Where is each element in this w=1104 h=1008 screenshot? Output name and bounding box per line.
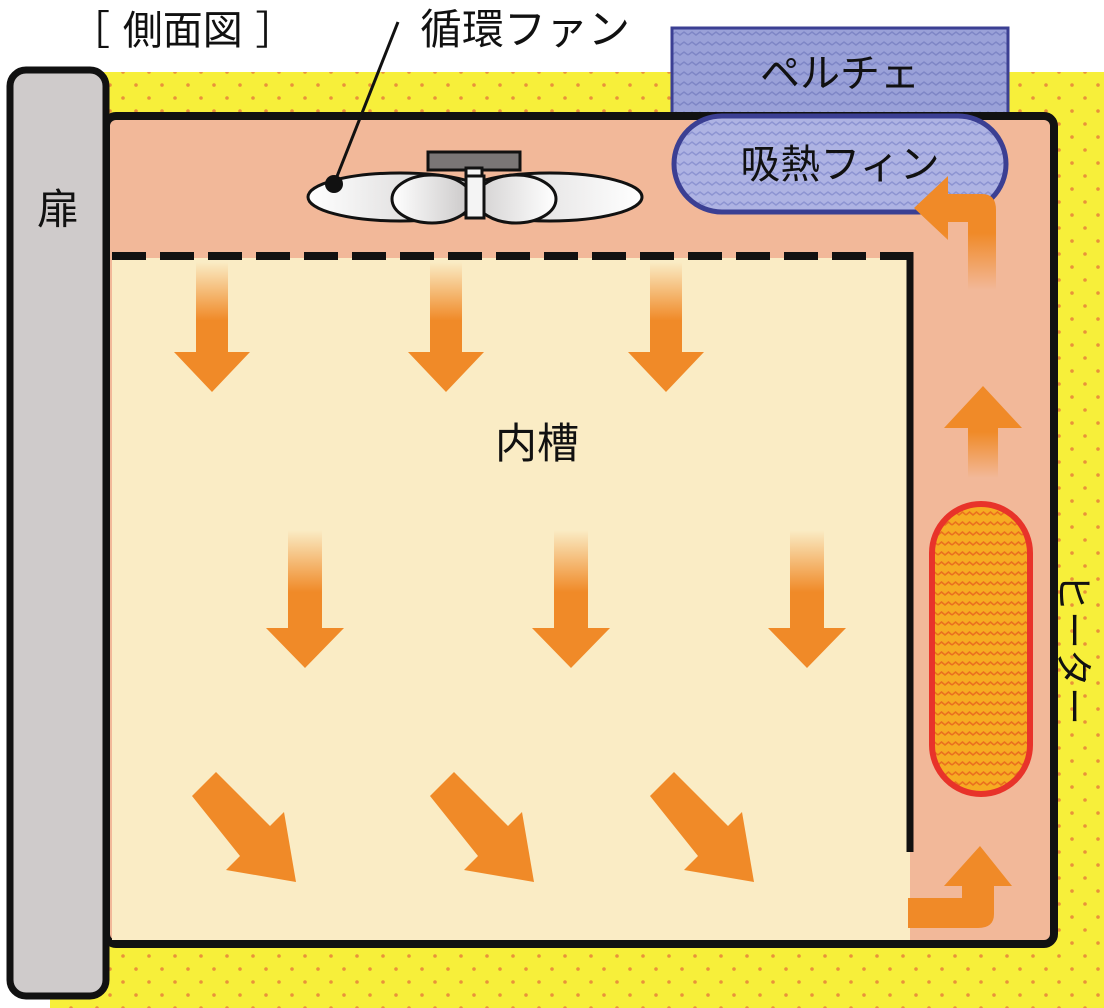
down-arrow-icon [408, 262, 484, 392]
fin-label: 吸熱フィン [740, 142, 939, 188]
down-arrow-icon [266, 530, 344, 668]
down-arrow-icon [174, 262, 250, 392]
peltier-label: ペルチェ [760, 51, 920, 97]
heater [929, 501, 1033, 797]
door-label: 扉 [37, 185, 79, 234]
peltier-module [670, 26, 1010, 116]
fan-leader-line [332, 21, 400, 185]
heat-absorbing-fin [671, 113, 1009, 215]
heater-label: ヒーター [1051, 573, 1095, 725]
down-arrow-icon [628, 262, 704, 392]
bent-arrow-icon [908, 846, 1012, 928]
view-title: ［ 側面図 ］ [70, 8, 295, 54]
down-arrow-icon [768, 530, 846, 668]
bent-arrow-icon [914, 176, 996, 290]
down-arrow-icon [532, 530, 610, 668]
diagonal-arrow-icon [650, 772, 754, 882]
diagonal-arrow-icon [430, 772, 534, 882]
diagonal-arrow-icon [192, 772, 296, 882]
up-arrow-icon [944, 386, 1022, 478]
fan-icon [306, 150, 644, 225]
door [6, 66, 110, 1000]
fan-label: 循環ファン [420, 5, 630, 54]
chamber-label: 内槽 [495, 419, 579, 468]
fan-leader-dot [325, 175, 343, 193]
